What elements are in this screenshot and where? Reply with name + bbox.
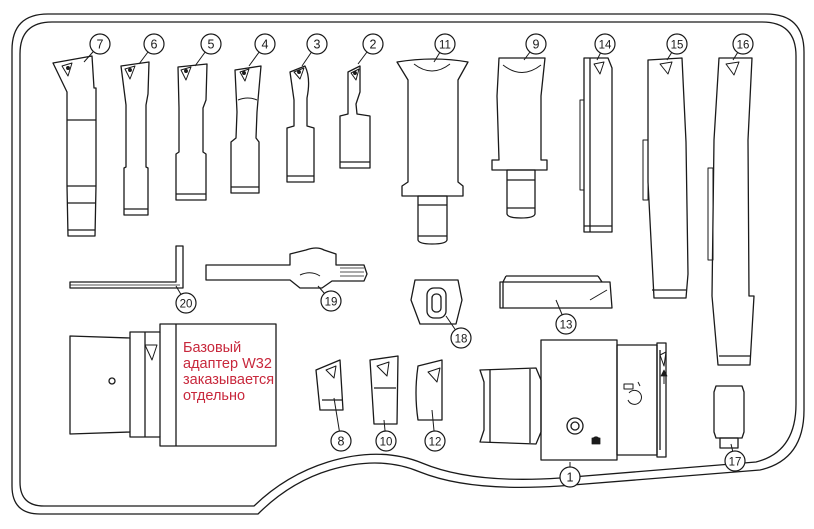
insert-sleeve-17 [713,385,745,449]
callout-2: 2 [362,33,384,55]
callout-number-12: 12 [429,437,442,449]
boring-bar-14 [579,57,613,233]
callout-6: 6 [143,33,165,55]
callout-number-16: 16 [737,40,750,52]
callout-5: 5 [200,33,222,55]
callout-1: 1 [559,466,581,488]
boring-bar-15 [642,57,689,299]
callout-13: 13 [555,313,577,335]
note-line-3: заказывается [183,372,275,388]
callout-20: 20 [175,292,197,314]
callout-number-6: 6 [151,38,158,52]
insert-holder-10 [369,355,399,425]
callout-15: 15 [666,33,688,55]
callout-10: 10 [375,430,397,452]
boring-bar-2 [339,65,371,169]
callout-number-9: 9 [533,38,540,52]
extension-sleeve [479,367,542,445]
callout-number-13: 13 [560,320,573,332]
callout-number-18: 18 [455,334,468,346]
callout-17: 17 [724,450,746,472]
insert-holder-8 [315,359,344,411]
hex-key-20 [69,245,184,289]
boring-head-11 [396,58,469,245]
t-wrench-19 [205,247,368,289]
case-outer-outline [11,13,805,515]
lock-icon [591,437,601,445]
boring-bar-3 [286,65,315,183]
base-adapter [69,323,277,447]
boring-bar-5 [175,63,208,201]
case-inner-outline [19,21,797,507]
tool-holder-13 [499,275,613,309]
arrow-up-icon [660,369,668,384]
callout-number-7: 7 [97,38,104,52]
callout-number-14: 14 [599,40,612,52]
callout-8: 8 [330,430,352,452]
callout-number-15: 15 [671,40,684,52]
callout-number-2: 2 [370,38,377,52]
insert-holder-12 [415,359,443,421]
callout-4: 4 [254,33,276,55]
callout-number-11: 11 [439,40,451,52]
callout-19: 19 [320,290,342,312]
boring-head-1 [540,339,667,461]
callout-7: 7 [89,33,111,55]
callout-number-3: 3 [314,38,321,52]
callout-number-4: 4 [262,38,269,52]
callout-9: 9 [525,33,547,55]
boring-bar-4 [230,65,262,194]
callout-number-17: 17 [729,457,742,469]
callout-12: 12 [424,430,446,452]
boring-bar-6 [120,61,150,216]
boring-bar-16 [707,57,755,366]
note-line-1: Базовый [183,340,242,356]
callout-number-19: 19 [325,297,338,309]
note-line-2: адаптер W32 [183,356,272,372]
callout-number-5: 5 [208,38,215,52]
callout-11: 11 [434,33,456,55]
callout-number-1: 1 [567,471,574,485]
ruler-icon [637,381,641,387]
boring-head-9 [491,57,548,219]
boring-bar-7 [52,55,97,237]
adapter-note: Базовый адаптер W32 заказывается отдельн… [183,340,303,404]
callout-number-20: 20 [180,299,193,311]
callout-number-8: 8 [338,435,345,449]
callout-14: 14 [594,33,616,55]
callout-16: 16 [732,33,754,55]
note-line-4: отдельно [183,388,246,404]
callout-18: 18 [450,327,472,349]
clamp-block-18 [410,279,463,325]
callout-3: 3 [306,33,328,55]
callout-number-10: 10 [380,437,393,449]
